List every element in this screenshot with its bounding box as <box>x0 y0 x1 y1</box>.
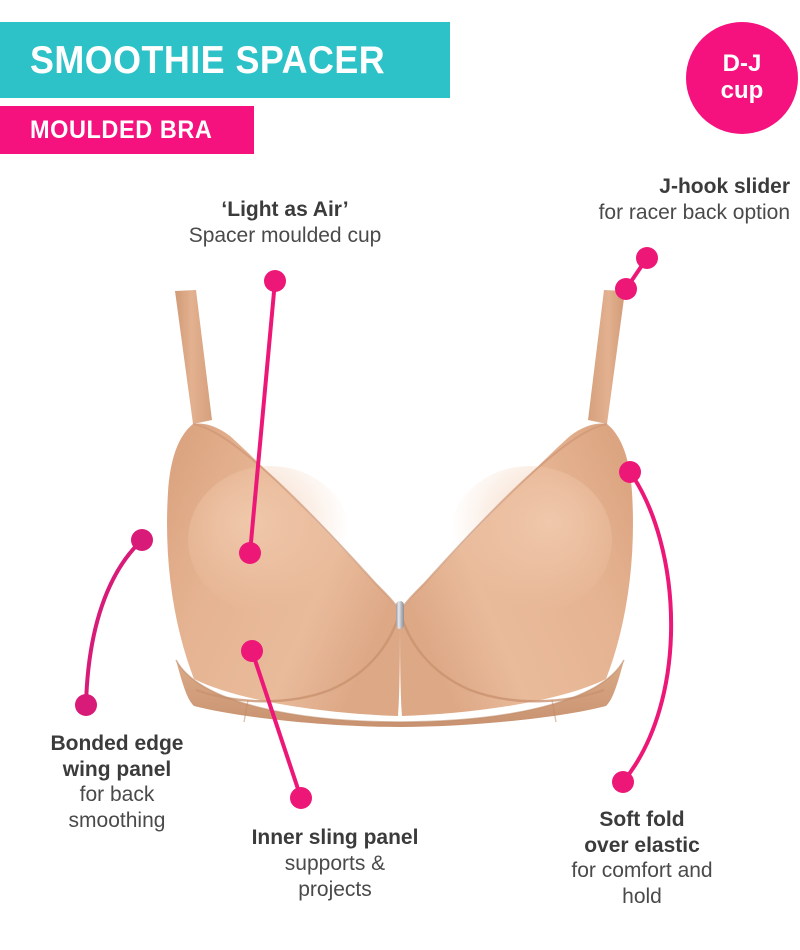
callout-softfold-body-line2: hold <box>622 885 662 909</box>
callout-inner-sling-panel: Inner sling panel supports & projects <box>200 825 470 903</box>
callout-jhook-heading: J-hook slider <box>659 175 790 198</box>
callout-jhook-slider: J-hook slider for racer back option <box>490 174 790 226</box>
cup-size-badge: D-J cup <box>686 22 798 134</box>
callout-light-as-air-body: Spacer moulded cup <box>188 223 382 247</box>
cup-left-highlight <box>188 466 352 614</box>
centre-gore-charm <box>396 601 404 629</box>
callout-softfold-body-line1: for comfort and <box>571 859 713 883</box>
wing-seam-left <box>243 699 249 723</box>
callout-softfold-heading-line1: Soft fold <box>599 808 685 831</box>
shoulder-strap-left <box>175 290 212 424</box>
wing-seam-right <box>551 699 557 723</box>
underwire-left <box>195 611 402 703</box>
callout-jhook-body: for racer back option <box>598 200 790 224</box>
callout-bonded-body-line1: for back <box>79 783 155 807</box>
cup-right-highlight <box>448 466 612 614</box>
callout-soft-fold-over-elastic: Soft fold over elastic for comfort and h… <box>512 807 772 911</box>
shoulder-strap-right <box>588 290 625 424</box>
callout-light-as-air-heading: ‘Light as Air’ <box>221 198 349 221</box>
callout-bonded-heading-line2: wing panel <box>62 757 172 781</box>
callout-sling-heading: Inner sling panel <box>251 826 419 849</box>
callout-bonded-body-line2: smoothing <box>68 809 166 833</box>
callout-softfold-heading-line2: over elastic <box>584 833 700 857</box>
band-seam <box>175 659 625 723</box>
callout-bonded-edge-wing-panel: Bonded edge wing panel for back smoothin… <box>6 731 228 835</box>
cup-seam-right <box>399 423 608 613</box>
cup-size-range: D-J <box>722 50 762 78</box>
product-subtitle-banner: MOULDED BRA <box>0 106 255 154</box>
callout-sling-body-line1: supports & <box>284 851 386 875</box>
underwire-right <box>398 611 605 703</box>
cup-seam-left <box>192 423 401 613</box>
product-subtitle: MOULDED BRA <box>30 115 213 144</box>
callout-bonded-heading-line1: Bonded edge <box>50 732 184 755</box>
callout-sling-body-line2: projects <box>298 877 372 901</box>
callout-light-as-air: ‘Light as Air’ Spacer moulded cup <box>110 197 460 249</box>
product-title-banner: SMOOTHIE SPACER <box>0 22 450 98</box>
cup-size-unit: cup <box>720 77 764 104</box>
product-title: SMOOTHIE SPACER <box>30 38 386 82</box>
